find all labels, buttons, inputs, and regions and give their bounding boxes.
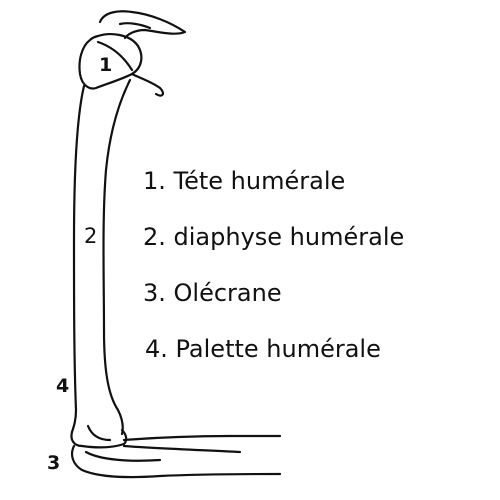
olecranon-outline (71, 444, 282, 479)
legend-item-humeral-palette: 4. Palette humérale (145, 335, 381, 363)
legend-item-humeral-head: 1. Téte humérale (143, 167, 346, 195)
forearm-inner-line (84, 450, 162, 462)
distal-humerus-outline (70, 428, 128, 449)
acromion-outline (98, 10, 187, 40)
marker-4: 4 (56, 375, 70, 397)
marker-3: 3 (47, 452, 61, 474)
anatomical-neck-line (96, 40, 134, 72)
radius-line (122, 444, 242, 454)
legend-item-olecranon: 3. Olécrane (143, 279, 282, 307)
shoulder-joint-line (118, 22, 152, 30)
shaft-right-edge (102, 78, 132, 436)
trochlea-line (86, 424, 112, 442)
forearm-upper-edge (122, 434, 282, 442)
marker-1: 1 (99, 54, 113, 76)
legend: 1. Téte humérale 2. diaphyse humérale 3.… (143, 164, 404, 388)
shaft-left-edge (70, 84, 86, 434)
legend-item-humeral-shaft: 2. diaphyse humérale (143, 223, 405, 251)
shoulder-contour (130, 72, 165, 97)
marker-2: 2 (84, 224, 98, 248)
